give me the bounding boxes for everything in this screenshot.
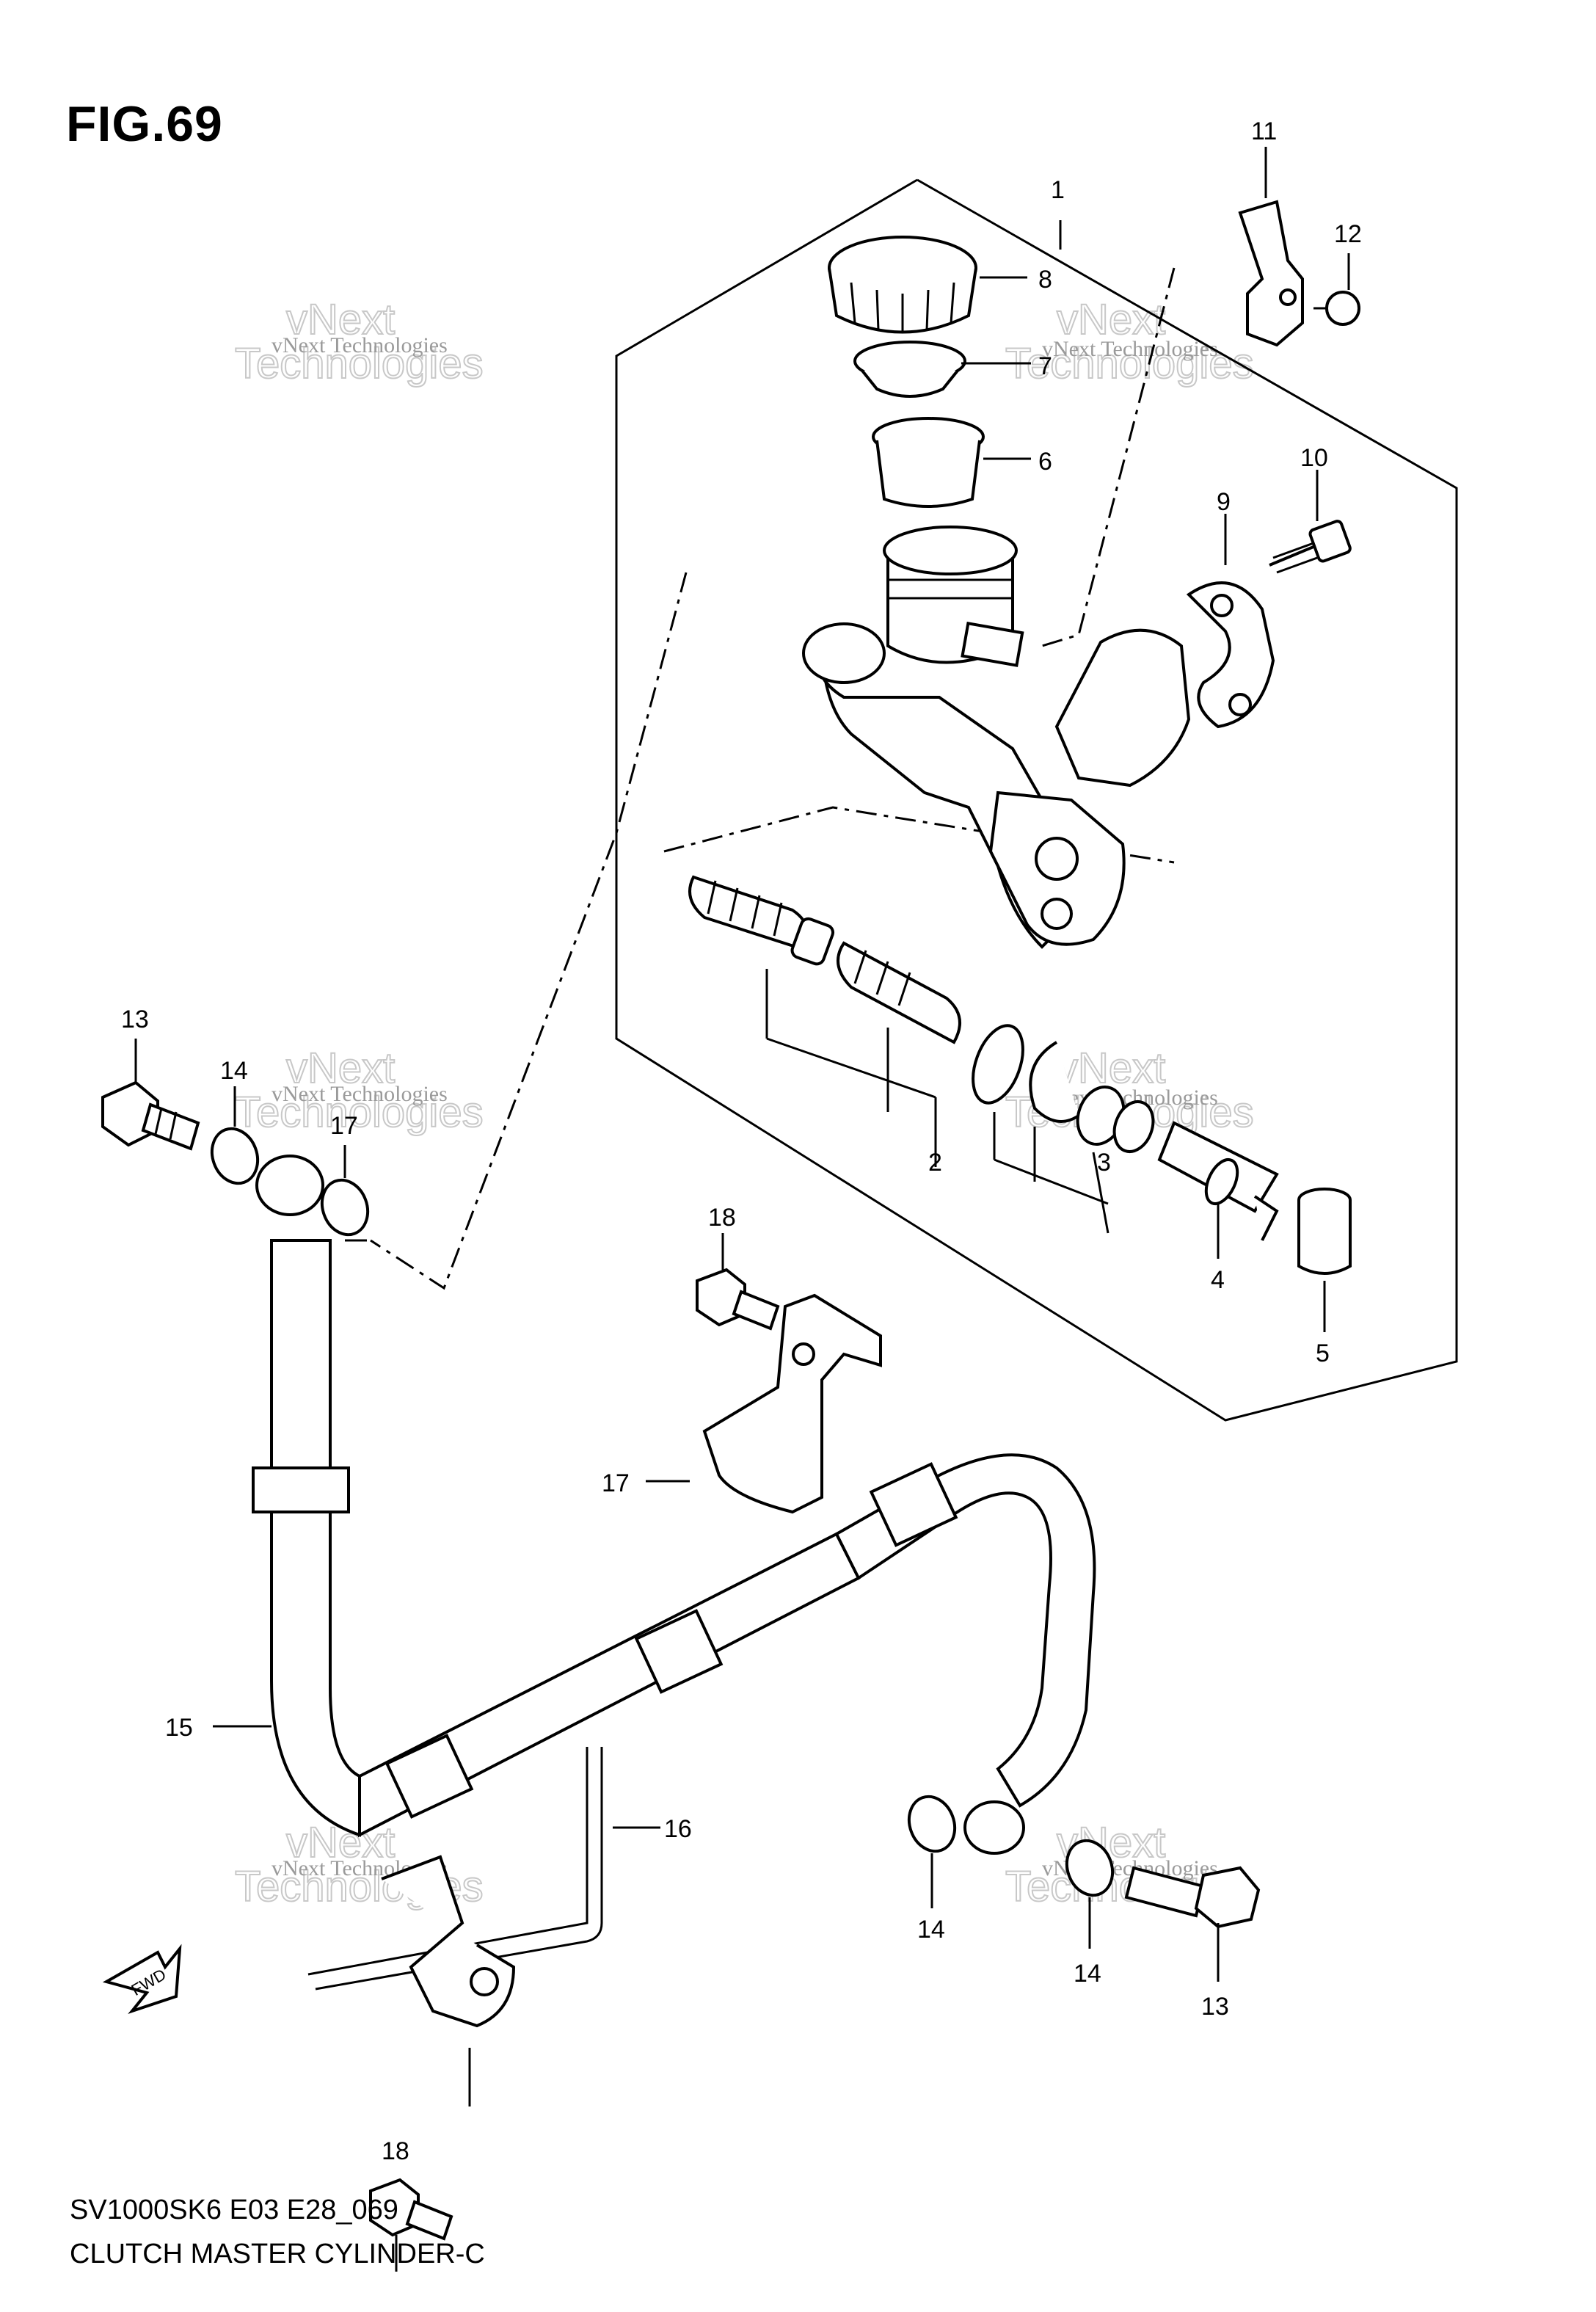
bolt-part-18-lower [369, 2178, 453, 2241]
callout-12: 12 [1334, 220, 1362, 248]
callout-6: 6 [1038, 448, 1052, 476]
piston-part-2 [837, 941, 961, 1044]
union-bolt-part-13-right [1124, 1866, 1261, 1929]
piston-spring-part-2 [688, 875, 835, 966]
oring-part-3 [972, 1024, 1024, 1105]
forward-arrow-icon: FWD [102, 1944, 182, 2015]
figure-name: CLUTCH MASTER CYLINDER-C [70, 2239, 485, 2269]
assembly-outline [615, 178, 1458, 1422]
callout-18-lower: 18 [382, 2137, 409, 2165]
push-rod-part-4 [1157, 1121, 1279, 1241]
callout-14-right: 14 [917, 1916, 945, 1944]
watermark-top-right-vnext: vNext [1057, 296, 1165, 343]
callout-17-upper: 17 [330, 1112, 358, 1140]
figure-code: SV1000SK6 E03 E28_069 [70, 2195, 398, 2225]
bolt-part-10 [1269, 520, 1352, 574]
callout-7: 7 [1038, 352, 1052, 380]
boot-part-5 [1297, 1188, 1352, 1275]
hose-guide-part-16 [307, 1747, 603, 1991]
screw-part-12 [1313, 291, 1360, 326]
seal-part-3 [1076, 1086, 1155, 1153]
watermark-mid-left-text: vNext Technologies [272, 1082, 448, 1106]
callout-13-right: 13 [1201, 1993, 1229, 2021]
callout-10: 10 [1300, 444, 1328, 472]
callout-4: 4 [1211, 1266, 1225, 1294]
reservoir-reference-dashed-line [1041, 267, 1176, 647]
callout-3: 3 [1097, 1149, 1111, 1177]
washer-part-14-left-2 [320, 1178, 370, 1237]
callout-16: 16 [664, 1815, 692, 1843]
watermark-top-right-text: vNext Technologies [1042, 337, 1218, 361]
callout-1: 1 [1051, 176, 1065, 204]
callout-18-upper: 18 [708, 1204, 736, 1232]
watermark-mid-right-vnext: vNext [1057, 1044, 1165, 1092]
washer-part-14-right [907, 1795, 957, 1853]
union-bolt-part-13-left [101, 1080, 200, 1151]
callout-17-lower: 17 [602, 1469, 630, 1497]
washer-part-14-left [210, 1127, 260, 1185]
watermark-top-left-tech: Technologies [235, 340, 484, 388]
hose-clamp-part-17 [702, 1293, 882, 1514]
watermark-top-left-vnext: vNext [286, 296, 395, 343]
callout-9: 9 [1217, 488, 1231, 516]
clutch-hose-part-15 [252, 1155, 1096, 1855]
diaphragm-plate-part-7 [853, 341, 966, 398]
diaphragm-part-6 [872, 417, 985, 508]
callout-labels: 1 2 3 4 5 6 7 8 9 10 11 12 13 13 14 14 1… [121, 117, 1362, 2165]
watermark-mid-left-tech: Technologies [235, 1088, 484, 1136]
callout-5: 5 [1316, 1339, 1330, 1367]
watermark-mid-left-vnext: vNext [286, 1044, 395, 1092]
figure-title: FIG.69 [66, 96, 223, 152]
clamp-part-9 [1186, 581, 1275, 729]
watermark-top-left-text: vNext Technologies [272, 333, 448, 357]
callout-14-left: 14 [220, 1057, 248, 1085]
callout-13-left: 13 [121, 1006, 149, 1033]
bolt-part-18-upper [696, 1268, 780, 1331]
hose-reference-dashed-line [370, 572, 688, 1290]
callout-2: 2 [928, 1149, 942, 1177]
callout-14-right-2: 14 [1074, 1960, 1101, 1988]
reservoir-cap-part-8 [828, 236, 977, 334]
callout-11: 11 [1251, 117, 1277, 145]
leader-lines [134, 147, 1350, 2272]
switch-part-11 [1238, 200, 1304, 347]
washer-part-14-right-2 [1065, 1839, 1115, 1897]
master-cylinder-body [802, 526, 1191, 949]
circlip-part-3 [1029, 1041, 1080, 1123]
callout-15: 15 [165, 1714, 193, 1742]
callout-8: 8 [1038, 266, 1052, 294]
watermark-top-right-tech: Technologies [1005, 340, 1254, 388]
hose-clamp-part-17-lower [381, 1855, 516, 2028]
